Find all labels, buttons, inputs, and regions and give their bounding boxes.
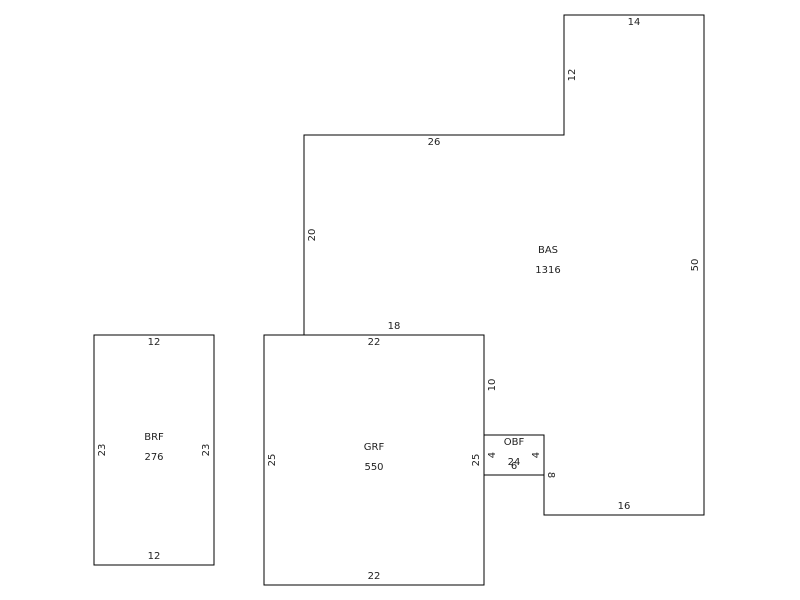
dim-obf-right: 4	[531, 452, 542, 458]
dim-brf-bottom: 12	[148, 551, 161, 562]
dim-brf-top: 12	[148, 337, 161, 348]
dim-brf-right: 23	[201, 444, 212, 457]
grf-outline	[263, 334, 485, 586]
dim-bas-ext-side: 12	[567, 69, 578, 82]
obf-area-value: 24	[508, 457, 521, 468]
dim-bas-left: 20	[307, 229, 318, 242]
dim-bas-top: 14	[628, 17, 641, 28]
dim-bas-right: 50	[690, 259, 701, 272]
dim-grf-right: 25	[471, 454, 482, 467]
obf-code-label: OBF	[504, 437, 525, 448]
dim-bas-notch: 8	[545, 472, 556, 478]
bas-area-value: 1316	[535, 265, 560, 276]
brf-area-value: 276	[144, 452, 163, 463]
obf-outline	[483, 434, 545, 476]
brf-code-label: BRF	[144, 432, 164, 443]
dim-grf-top: 22	[368, 337, 381, 348]
dim-obf-bottom: 6	[511, 461, 517, 472]
dim-grf-left: 25	[267, 454, 278, 467]
dim-bas-bottom: 16	[618, 501, 631, 512]
dim-bas-step-top: 26	[428, 137, 441, 148]
bas-code-label: BAS	[538, 245, 558, 256]
dim-brf-left: 23	[97, 444, 108, 457]
grf-area-value: 550	[364, 462, 383, 473]
brf-outline	[93, 334, 215, 566]
dim-bas-lower: 18	[388, 321, 401, 332]
dim-grf-bottom: 22	[368, 571, 381, 582]
dim-bas-inner: 10	[487, 379, 498, 392]
dim-obf-left: 4	[487, 452, 498, 458]
grf-code-label: GRF	[364, 442, 385, 453]
